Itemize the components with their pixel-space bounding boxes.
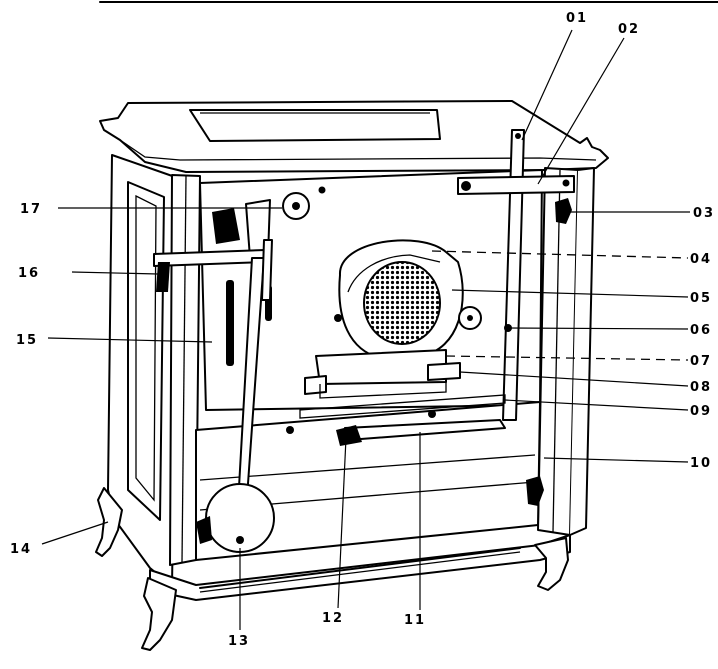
label-12: 12: [322, 611, 344, 626]
pin-right: [427, 362, 461, 381]
callout-labels: 01 02 03 04 05 06 07 08 09 10 11 12 13 1…: [10, 11, 715, 649]
label-04: 04: [690, 252, 712, 267]
leader-08: [459, 371, 689, 387]
base-rail: [199, 547, 521, 589]
label-01: 01: [566, 11, 588, 26]
label-14: 14: [10, 542, 32, 557]
leader-06: [507, 327, 689, 330]
control-wheel-hub: [236, 536, 244, 544]
label-02: 02: [618, 22, 640, 37]
label-13: 13: [228, 634, 250, 649]
lower-latch: [526, 476, 544, 506]
flue-bolt: [334, 314, 342, 322]
grate-clip: [336, 425, 362, 446]
leader-09: [504, 399, 689, 411]
bar-pivot: [461, 181, 471, 191]
leader-02: [537, 37, 625, 185]
base-bolt-right: [428, 410, 436, 418]
top-pulley-hub: [292, 202, 300, 210]
right-side-edge: [569, 167, 595, 536]
rod-top-pin: [515, 133, 521, 139]
label-16: 16: [18, 266, 40, 281]
front-left-leg: [141, 577, 177, 651]
leader-01: [521, 29, 573, 141]
leader-lines: [41, 29, 690, 630]
label-06: 06: [690, 323, 712, 338]
damper-plate: [315, 349, 447, 385]
slot-long: [226, 280, 234, 366]
ash-pan-area: [195, 401, 541, 561]
horizontal-lever: [153, 249, 266, 267]
label-17: 17: [20, 202, 42, 217]
label-10: 10: [690, 456, 712, 471]
hob-plate: [189, 109, 441, 142]
leader-05: [451, 289, 689, 298]
leader-04: [431, 250, 689, 259]
base-bolt-left: [286, 426, 294, 434]
horizontal-bar: [457, 175, 575, 195]
door-latch: [555, 198, 572, 224]
top-slab-edge: [119, 139, 597, 161]
stove-components: [153, 129, 575, 553]
leader-07: [445, 355, 689, 361]
wheel-bracket: [196, 516, 212, 544]
label-15: 15: [16, 333, 38, 348]
plate-lower-edge: [319, 382, 447, 399]
label-08: 08: [690, 380, 712, 395]
ash-pan-line: [199, 454, 536, 481]
left-side-window-inner: [135, 194, 157, 502]
top-pin: [318, 186, 326, 194]
label-07: 07: [690, 354, 712, 369]
base-rail-2: [199, 551, 521, 593]
hinge-block: [212, 208, 240, 244]
vertical-rod: [502, 129, 525, 421]
leader-15: [47, 337, 213, 343]
left-column-edge: [181, 175, 187, 563]
flue-collar-rim: [347, 254, 441, 293]
leader-10: [543, 457, 689, 463]
leader-15-16: [71, 271, 159, 275]
leader-12: [337, 437, 347, 609]
pin-left: [304, 375, 327, 395]
bar-pivot-right: [562, 179, 570, 187]
lever-handle: [156, 262, 170, 292]
label-09: 09: [690, 404, 712, 419]
right-column-edge: [552, 169, 561, 533]
mesh-screen: [363, 261, 441, 345]
front-right-leg: [534, 537, 569, 591]
label-03: 03: [693, 206, 715, 221]
back-left-leg: [95, 487, 123, 557]
label-05: 05: [690, 291, 712, 306]
left-side-window: [127, 181, 165, 521]
label-11: 11: [404, 613, 426, 628]
rod-guide: [261, 239, 273, 301]
lower-bar: [299, 394, 506, 419]
air-knob-center: [467, 315, 473, 321]
leader-14: [41, 521, 109, 545]
